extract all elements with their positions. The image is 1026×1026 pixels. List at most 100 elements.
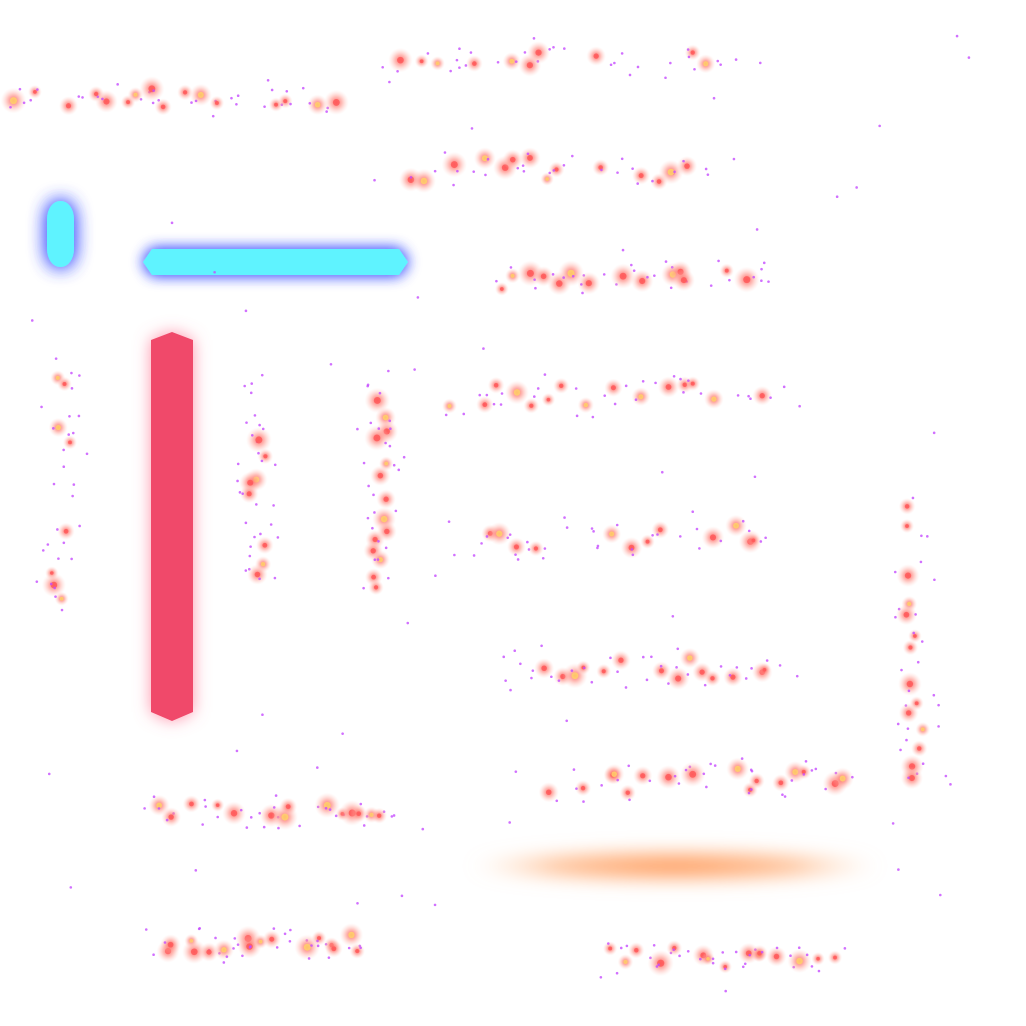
- sparkle-dot: [472, 170, 476, 173]
- sparkle-dot: [711, 957, 715, 961]
- cyan-glow-pill-small: [47, 201, 74, 267]
- sparkle-dot: [255, 503, 258, 506]
- sparkle-dot: [366, 384, 369, 388]
- sparkle-dot: [250, 382, 254, 385]
- sparkle-dot: [798, 404, 801, 408]
- sparkle-dot: [77, 414, 81, 418]
- sparkle-dot: [509, 266, 513, 269]
- sparkle-dot: [760, 950, 764, 954]
- sparkle-particle: [620, 536, 643, 559]
- sparkle-dot: [526, 540, 529, 544]
- sparkle-dot: [709, 762, 712, 766]
- sparkle-particle: [787, 948, 812, 974]
- sparkle-dot: [896, 722, 900, 726]
- sparkle-dot: [521, 164, 525, 167]
- sparkle-dot: [69, 886, 73, 889]
- sparkle-dot: [52, 482, 56, 486]
- sparkle-dot: [36, 88, 39, 91]
- sparkle-dot: [261, 713, 264, 717]
- sparkle-dot: [679, 377, 682, 381]
- sparkle-dot: [602, 273, 606, 276]
- sparkle-particle: [632, 166, 651, 185]
- sparkle-dot: [906, 727, 910, 730]
- sparkle-particle: [611, 650, 631, 671]
- sparkle-particle: [772, 774, 790, 792]
- sparkle-dot: [843, 947, 847, 950]
- sparkle-dot: [56, 528, 59, 531]
- sparkle-dot: [937, 725, 940, 728]
- sparkle-dot: [921, 762, 925, 766]
- sparkle-particle: [540, 172, 554, 186]
- sparkle-dot: [400, 894, 404, 898]
- sparkle-dot: [373, 178, 376, 182]
- sparkle-dot: [810, 769, 814, 772]
- sparkle-dot: [672, 375, 676, 378]
- sparkle-dot: [378, 391, 382, 395]
- sparkle-particle: [325, 939, 343, 958]
- sparkle-dot: [514, 60, 518, 63]
- sparkle-dot: [893, 570, 897, 574]
- sparkle-dot: [47, 772, 51, 776]
- sparkle-dot: [387, 576, 390, 580]
- sparkle-dot: [543, 373, 547, 376]
- sparkle-dot: [35, 580, 39, 583]
- sparkle-dot: [514, 770, 518, 773]
- sparkle-dot: [758, 61, 762, 65]
- sparkle-dot: [653, 274, 656, 277]
- sparkle-dot: [599, 975, 603, 979]
- sparkle-dot: [678, 535, 682, 538]
- sparkle-dot: [712, 96, 716, 100]
- sparkle-particle: [752, 385, 773, 406]
- sparkle-dot: [749, 397, 752, 400]
- sparkle-dot: [71, 494, 74, 498]
- sparkle-dot: [327, 956, 331, 959]
- sparkle-dot: [944, 774, 948, 778]
- sparkle-particle: [370, 465, 391, 486]
- sparkle-dot: [634, 398, 638, 401]
- sparkle-dot: [272, 504, 275, 507]
- sparkle-dot: [631, 167, 634, 170]
- sparkle-dot: [194, 99, 198, 103]
- sparkle-dot: [565, 526, 569, 529]
- sparkle-dot: [551, 273, 555, 276]
- sparkle-dot: [526, 152, 530, 156]
- sparkle-dot: [531, 669, 535, 672]
- sparkle-dot: [492, 402, 496, 406]
- sparkle-dot: [899, 748, 902, 752]
- sparkle-dot: [500, 392, 504, 395]
- sparkle-dot: [328, 808, 332, 811]
- sparkle-dot: [329, 362, 333, 366]
- sparkle-dot: [789, 954, 792, 957]
- sparkle-dot: [719, 539, 723, 543]
- sparkle-dot: [615, 971, 619, 975]
- sparkle-particle: [411, 168, 436, 194]
- sparkle-particle: [696, 54, 716, 74]
- sparkle-particle: [831, 767, 854, 790]
- sparkle-dot: [650, 655, 653, 659]
- sparkle-dot: [236, 94, 240, 98]
- sparkle-dot: [67, 433, 71, 436]
- sparkle-dot: [165, 818, 169, 822]
- sparkle-dot: [509, 688, 512, 692]
- sparkle-particle: [534, 658, 555, 679]
- sparkle-dot: [691, 510, 695, 514]
- sparkle-particle: [245, 427, 272, 453]
- sparkle-dot: [651, 179, 654, 183]
- sparkle-dot: [693, 67, 696, 71]
- sparkle-particle: [656, 765, 681, 790]
- sparkle-particle: [733, 266, 760, 293]
- sparkle-dot: [486, 157, 490, 161]
- sparkle-dot: [741, 965, 745, 969]
- sparkle-dot: [211, 114, 215, 118]
- sparkle-dot: [384, 546, 388, 550]
- sparkle-dot: [717, 259, 720, 263]
- sparkle-dot: [251, 433, 254, 437]
- sparkle-dot: [620, 157, 624, 161]
- sparkle-dot: [239, 808, 243, 812]
- sparkle-dot: [645, 678, 649, 682]
- sparkle-dot: [536, 387, 540, 390]
- sparkle-dot: [684, 768, 688, 772]
- sparkle-dot: [571, 274, 575, 278]
- sparkle-particle: [619, 784, 636, 801]
